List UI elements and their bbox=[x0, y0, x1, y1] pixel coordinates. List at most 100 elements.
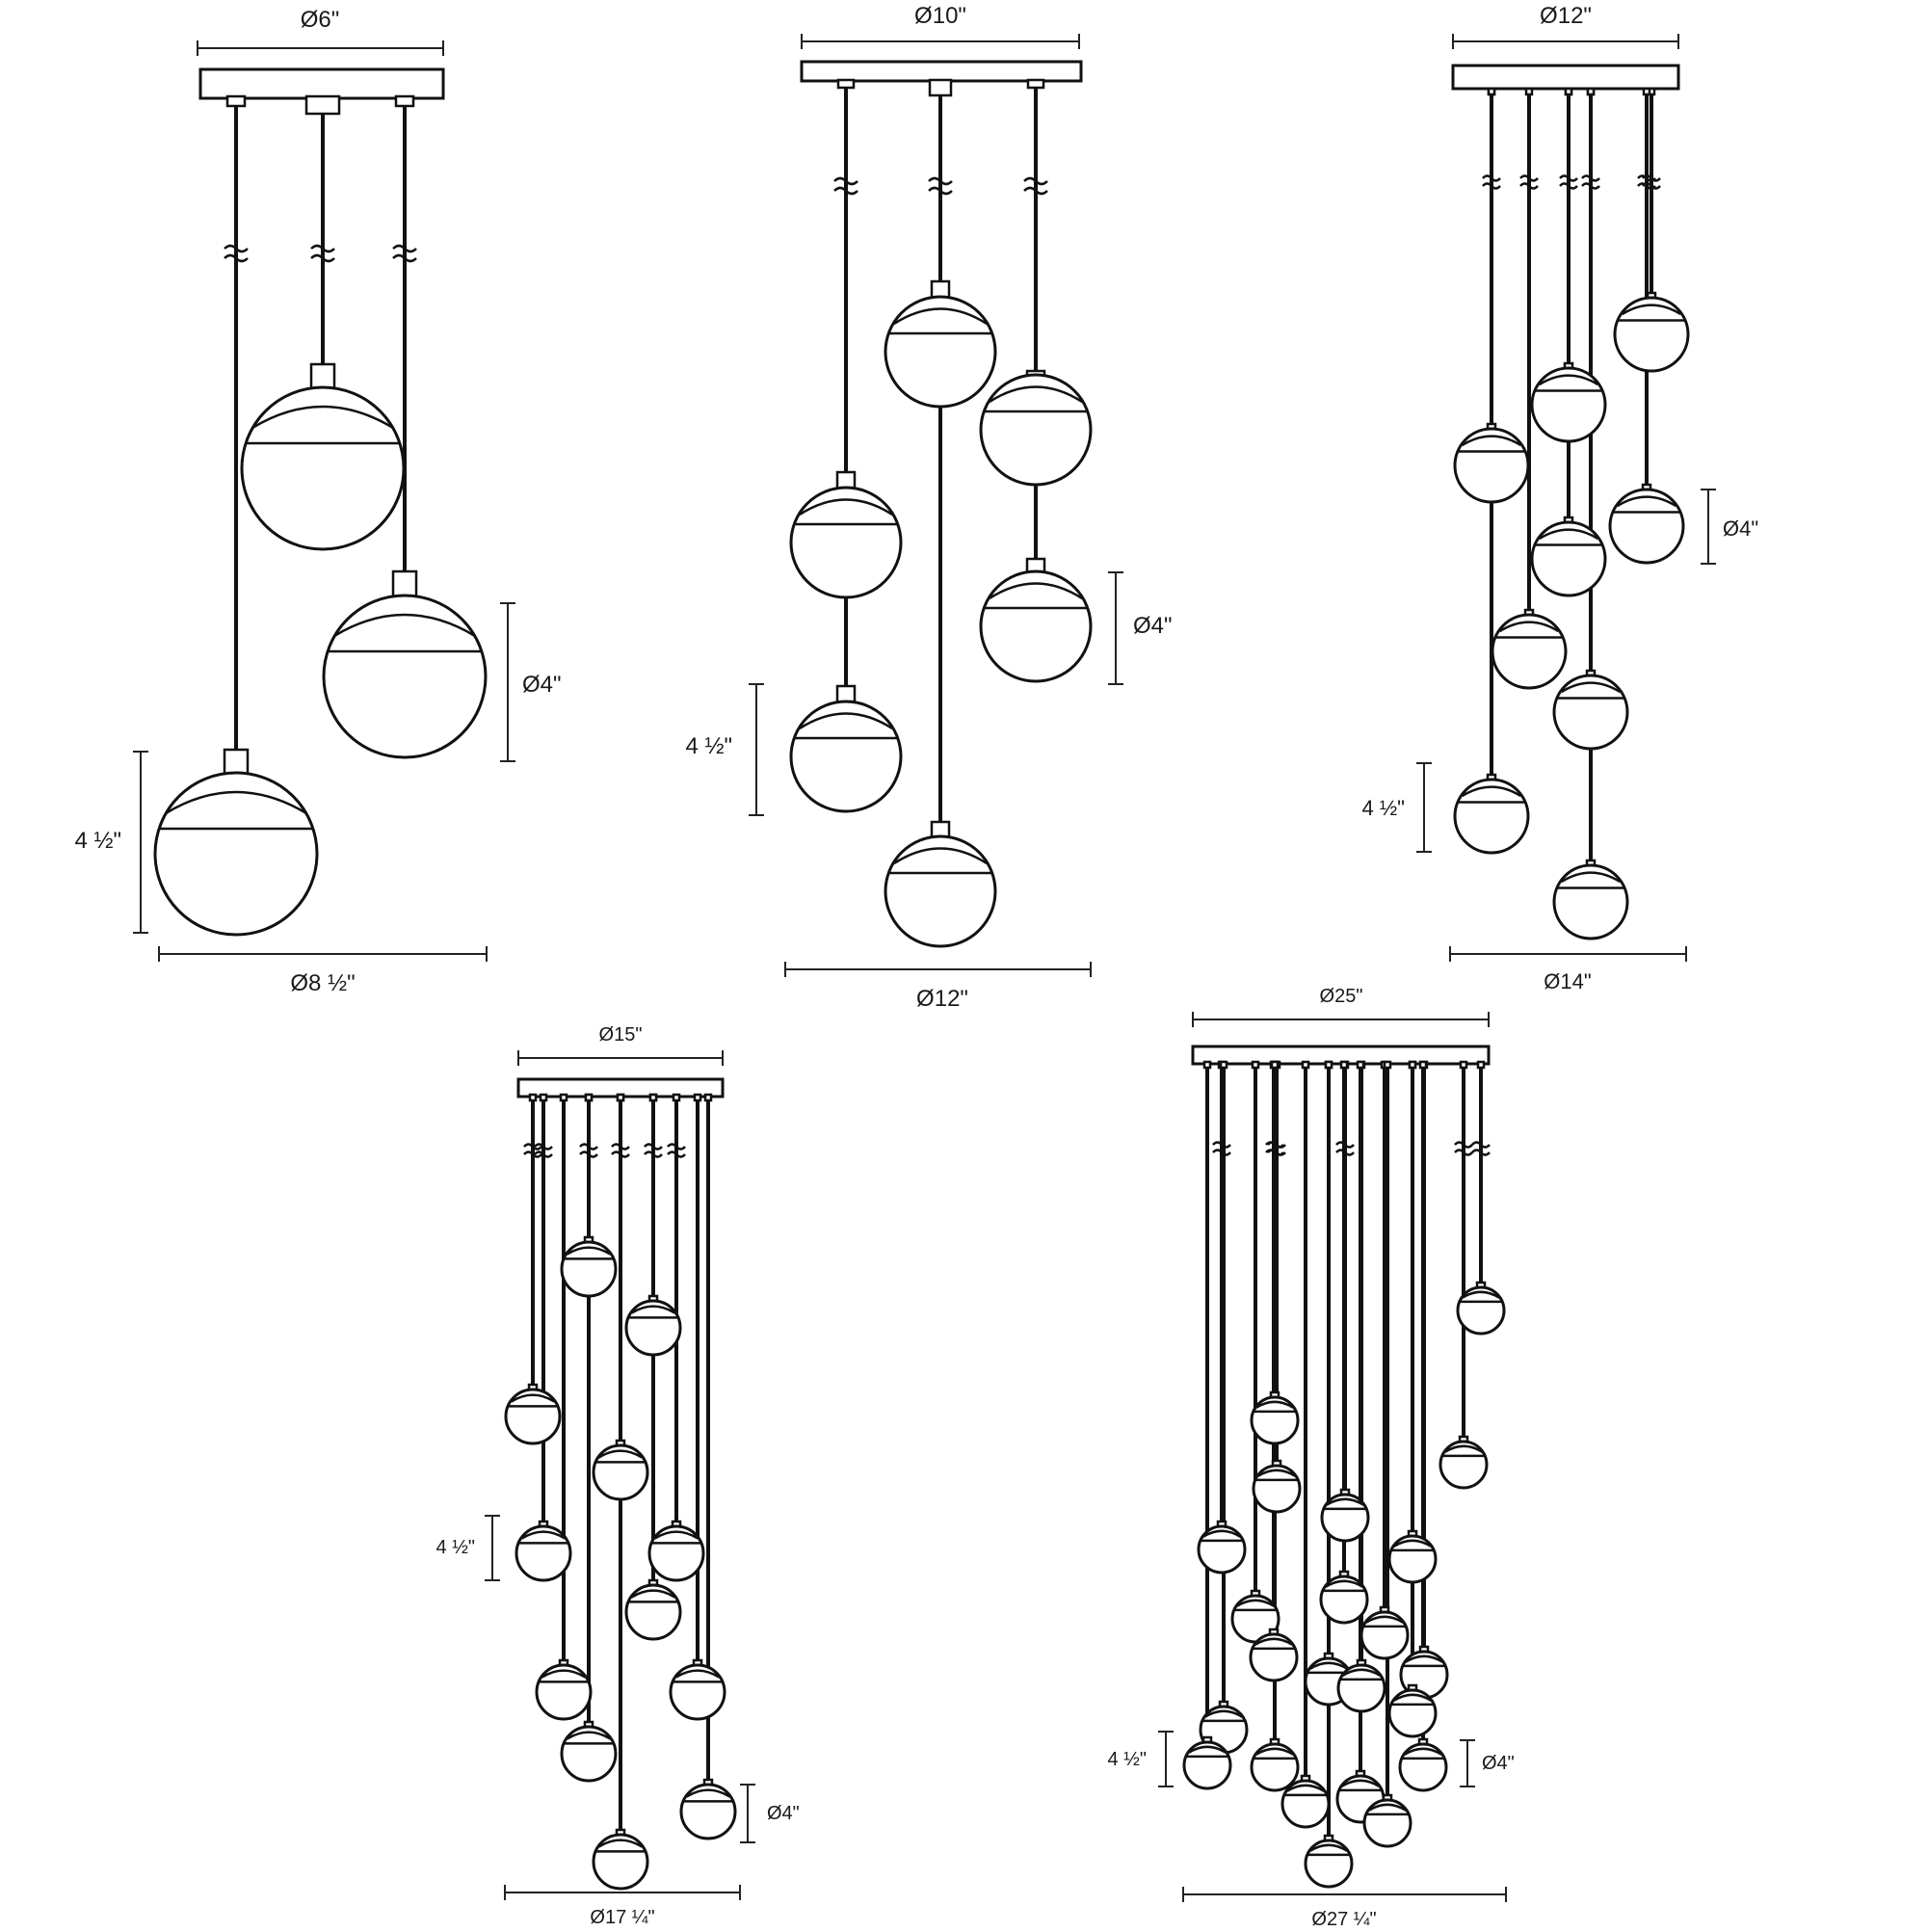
cord-mount bbox=[1524, 87, 1534, 96]
cord-mount bbox=[304, 94, 341, 116]
cord-mount bbox=[1324, 1060, 1333, 1070]
globe-diameter-label: Ø4" bbox=[1133, 613, 1173, 639]
cord-break-mark bbox=[310, 244, 335, 263]
globe bbox=[884, 820, 997, 948]
cord-mount bbox=[616, 1093, 625, 1102]
drop-dimension: 4 ½" bbox=[1361, 762, 1432, 853]
globe bbox=[1197, 1520, 1247, 1575]
cord-break-mark bbox=[579, 1143, 598, 1158]
globe bbox=[1608, 483, 1685, 565]
canopy bbox=[198, 67, 445, 100]
globe bbox=[1319, 1570, 1369, 1625]
globe bbox=[1530, 361, 1607, 443]
cord-mount bbox=[672, 1093, 681, 1102]
spread-diameter-label: Ø17 ¼" bbox=[590, 1907, 654, 1927]
globe bbox=[789, 470, 903, 599]
globe bbox=[560, 1235, 618, 1298]
globe bbox=[884, 279, 997, 409]
cord-mount bbox=[1418, 1060, 1428, 1070]
cord-break-mark bbox=[392, 244, 417, 263]
globe bbox=[1530, 516, 1607, 597]
globe bbox=[1398, 1737, 1448, 1792]
globe bbox=[1552, 669, 1629, 751]
globe bbox=[504, 1383, 562, 1445]
globe bbox=[1453, 422, 1530, 504]
drop-dimension: 4 ½" bbox=[74, 751, 148, 934]
cord-mount bbox=[1408, 1060, 1417, 1070]
canopy-diameter-label: Ø12" bbox=[1540, 3, 1592, 29]
canopy-diameter-label: Ø10" bbox=[914, 3, 966, 29]
drop-dimension: 4 ½" bbox=[1108, 1731, 1174, 1787]
drop-dimension: 4 ½" bbox=[436, 1515, 500, 1581]
spread-diameter-label: Ø14" bbox=[1544, 969, 1591, 993]
globe bbox=[1491, 608, 1568, 690]
fixture-25-light: Ø25" Ø4" 4 ½" Ø27 ¼" bbox=[1108, 986, 1515, 1930]
cord-mount bbox=[1251, 1060, 1260, 1070]
cord-mount bbox=[1487, 87, 1496, 96]
cord-mount bbox=[693, 1093, 702, 1102]
cord-mount bbox=[1642, 87, 1651, 96]
canopy-dimension: Ø15" bbox=[517, 1024, 724, 1066]
globe-dimension: Ø4" bbox=[740, 1784, 800, 1843]
drop-label: 4 ½" bbox=[436, 1537, 475, 1558]
cord-mount bbox=[1564, 87, 1573, 96]
cord-break-mark bbox=[1023, 176, 1048, 196]
cord-mount bbox=[1476, 1060, 1486, 1070]
globe bbox=[1439, 1435, 1489, 1490]
globe bbox=[624, 1578, 682, 1641]
drop-label: 4 ½" bbox=[74, 828, 121, 854]
cord-break-mark bbox=[1559, 174, 1578, 190]
cord-break-mark bbox=[1581, 174, 1600, 190]
spread-dimension: Ø12" bbox=[784, 962, 1092, 1012]
globe bbox=[1362, 1793, 1412, 1848]
globe bbox=[592, 1828, 649, 1891]
cord-mount bbox=[1459, 1060, 1468, 1070]
globe bbox=[592, 1439, 649, 1501]
drop-label: 4 ½" bbox=[685, 733, 732, 759]
canopy bbox=[1451, 64, 1680, 91]
canopy-dimension: Ø25" bbox=[1192, 986, 1490, 1027]
spread-dimension: Ø27 ¼" bbox=[1182, 1887, 1507, 1930]
globe bbox=[535, 1658, 593, 1721]
globe bbox=[789, 684, 903, 813]
canopy-dimension: Ø6" bbox=[197, 7, 444, 56]
globe bbox=[1387, 1683, 1438, 1738]
drop-dimension: 4 ½" bbox=[685, 683, 764, 816]
globe-diameter-label: Ø4" bbox=[1482, 1753, 1515, 1774]
cord-mount bbox=[584, 1093, 594, 1102]
globe bbox=[322, 569, 488, 759]
globe-dimension: Ø4" bbox=[1701, 489, 1758, 565]
cord-break-mark bbox=[833, 176, 858, 196]
spread-dimension: Ø17 ¼" bbox=[504, 1885, 741, 1928]
globe bbox=[1249, 1628, 1299, 1682]
cord-break-mark bbox=[1267, 1141, 1286, 1156]
cord-break-mark bbox=[1335, 1141, 1355, 1156]
cord-break-mark bbox=[644, 1143, 663, 1158]
globes bbox=[1182, 1281, 1506, 1889]
globe bbox=[1552, 859, 1629, 940]
globe bbox=[979, 557, 1093, 683]
globe bbox=[1230, 1589, 1280, 1644]
cord-mount bbox=[394, 94, 415, 108]
cord-mount bbox=[1356, 1060, 1365, 1070]
spread-diameter-label: Ø8 ½" bbox=[290, 970, 355, 996]
cord-break-mark bbox=[1482, 174, 1501, 190]
globe bbox=[240, 362, 406, 551]
globes bbox=[1453, 291, 1690, 940]
globe bbox=[560, 1720, 618, 1783]
globe bbox=[1336, 1658, 1386, 1713]
cord-mount bbox=[1202, 1060, 1212, 1070]
globe-dimension: Ø4" bbox=[1108, 571, 1173, 685]
canopy-dimension: Ø10" bbox=[801, 3, 1080, 49]
globe bbox=[1280, 1774, 1331, 1829]
cord-break-mark bbox=[534, 1143, 553, 1158]
globe bbox=[1613, 291, 1690, 373]
globe bbox=[1250, 1737, 1300, 1792]
cord-mount bbox=[1383, 1060, 1392, 1070]
cord-mount bbox=[1301, 1060, 1310, 1070]
globe bbox=[1304, 1834, 1354, 1889]
cord-break-mark bbox=[523, 1143, 542, 1158]
globe bbox=[1320, 1488, 1370, 1543]
globe bbox=[153, 748, 319, 937]
